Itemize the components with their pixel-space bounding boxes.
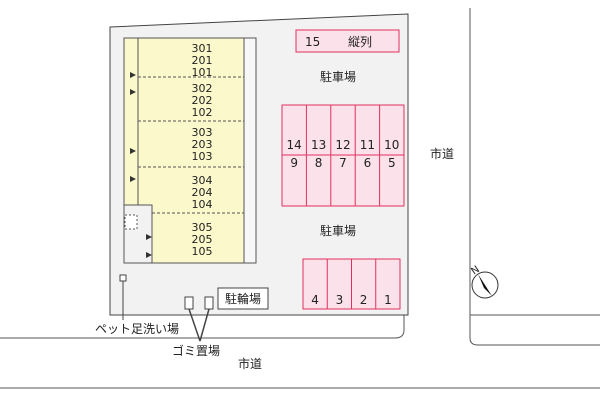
- parking-space-8: 8: [315, 156, 323, 170]
- garbage-stations: ゴミ置場: [172, 296, 220, 358]
- tandem-space-number: 15: [305, 35, 320, 49]
- garbage-leader-line: [199, 308, 210, 342]
- entrance-arrow-icon: [130, 176, 136, 182]
- parking-space-4: 4: [311, 293, 319, 307]
- unit-101: 101: [192, 66, 213, 79]
- unit-303: 303: [192, 126, 213, 139]
- parking-space-15: 15 縦列: [295, 29, 400, 53]
- unit-304: 304: [192, 174, 213, 187]
- parking-label-lower: 駐車場: [320, 223, 356, 238]
- parking-space-14: 14: [287, 138, 302, 152]
- bicycle-parking-label: 駐輪場: [225, 291, 261, 306]
- parking-block-upper: 14 13 12 11 10 9 8 7 6 5: [281, 104, 405, 207]
- parking-space-1: 1: [384, 293, 392, 307]
- parking-space-11: 11: [360, 138, 375, 152]
- entrance-arrow-icon: [146, 234, 152, 240]
- tandem-space-label: 縦列: [348, 35, 372, 49]
- parking-space-9: 9: [290, 156, 298, 170]
- garbage-label: ゴミ置場: [172, 343, 220, 358]
- unit-302: 302: [192, 82, 213, 95]
- city-road-right-label: 市道: [430, 146, 454, 161]
- unit-102: 102: [192, 106, 213, 119]
- parking-space-12: 12: [335, 138, 350, 152]
- city-road-bottom-label: 市道: [238, 356, 262, 371]
- garbage-bin-icon: [204, 296, 214, 310]
- right-road-edge: [469, 8, 600, 346]
- unit-204: 204: [192, 186, 213, 199]
- north-arrow-icon: [478, 274, 492, 296]
- parking-space-13: 13: [311, 138, 326, 152]
- tandem-space-box: [295, 29, 400, 53]
- unit-103: 103: [192, 150, 213, 163]
- unit-202: 202: [192, 94, 213, 107]
- pet-foot-wash-icon: [119, 274, 127, 282]
- building-corridor: [243, 37, 257, 264]
- parking-space-2: 2: [360, 293, 368, 307]
- unit-301: 301: [192, 42, 213, 55]
- bicycle-parking-box: [217, 287, 269, 310]
- parking-space-3: 3: [336, 293, 344, 307]
- mailbox-area: [124, 214, 138, 230]
- parking-space-7: 7: [339, 156, 347, 170]
- pet-foot-wash: ペット足洗い場: [95, 274, 179, 336]
- unit-205: 205: [192, 233, 213, 246]
- unit-305: 305: [192, 221, 213, 234]
- unit-203: 203: [192, 138, 213, 151]
- entrance-arrows: [130, 72, 152, 258]
- entrance-arrow-icon: [130, 89, 136, 95]
- bicycle-parking: 駐輪場: [217, 287, 269, 310]
- road-lines: [0, 8, 600, 389]
- apartment-building: 301 201 101 302 202 102 303 203 103 304 …: [123, 37, 257, 264]
- unit-105: 105: [192, 245, 213, 258]
- garbage-bin-icon: [184, 296, 194, 310]
- bottom-road-inner-edge: [0, 315, 405, 339]
- parking-space-6: 6: [364, 156, 372, 170]
- entrance-arrow-icon: [130, 148, 136, 154]
- entrance-arrow-icon: [146, 252, 152, 258]
- parking-space-5: 5: [388, 156, 396, 170]
- garbage-leader-line: [188, 308, 201, 342]
- parking-block-lower: 4 3 2 1: [302, 258, 401, 310]
- entrance-arrow-icon: [130, 72, 136, 78]
- compass: N: [469, 264, 499, 299]
- parking-label-upper: 駐車場: [320, 69, 356, 84]
- pet-foot-wash-label: ペット足洗い場: [95, 322, 179, 336]
- unit-104: 104: [192, 198, 213, 211]
- parking-space-10: 10: [384, 138, 399, 152]
- unit-201: 201: [192, 54, 213, 67]
